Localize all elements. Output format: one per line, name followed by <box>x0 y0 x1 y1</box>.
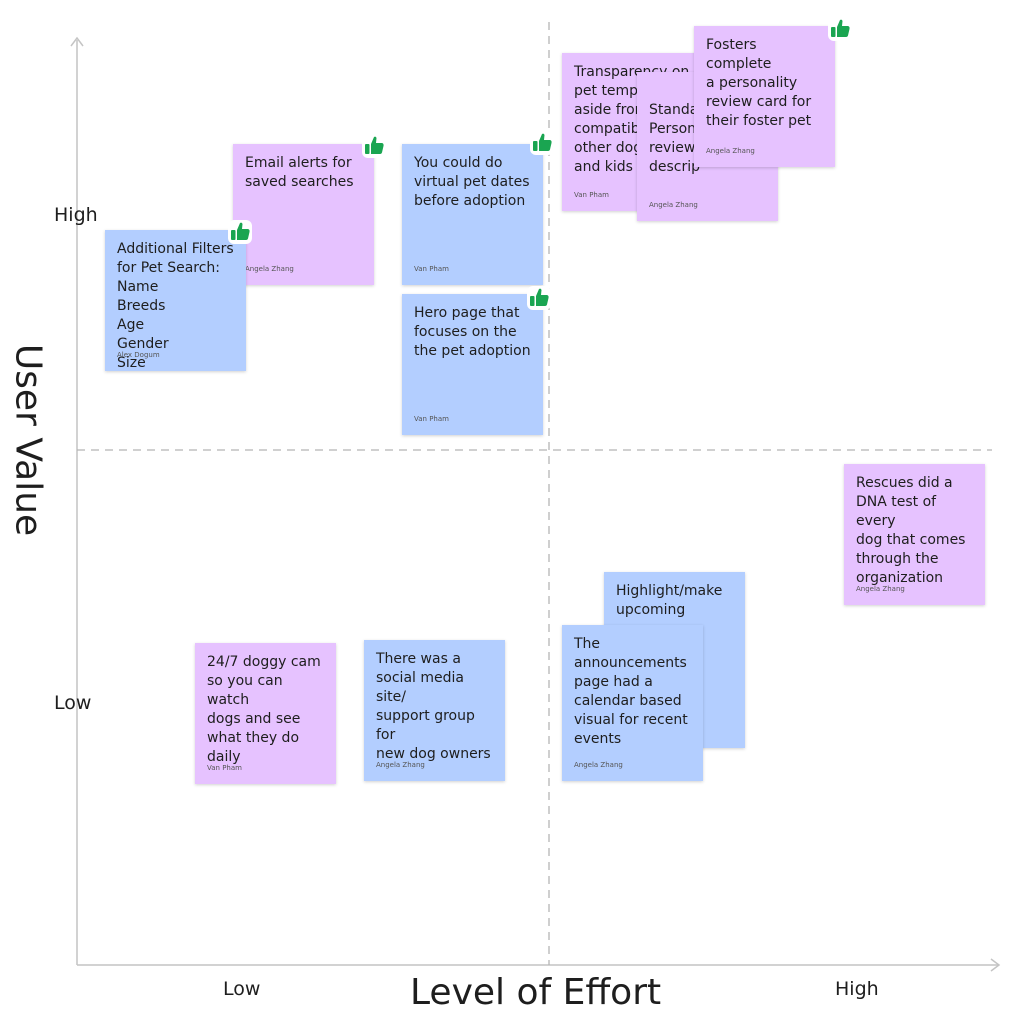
note-text: You could do virtual pet dates before ad… <box>414 155 530 209</box>
sticky-note[interactable]: Additional Filters for Pet Search: Name … <box>105 230 246 371</box>
y-axis-title: User Value <box>7 343 49 537</box>
x-low-label: Low <box>223 978 261 1000</box>
note-text: Hero page that focuses on the the pet ad… <box>414 305 531 359</box>
note-author: Alex Dogum <box>117 351 160 359</box>
sticky-note[interactable]: Email alerts for saved searches Angela Z… <box>233 144 374 285</box>
note-author: Angela Zhang <box>376 761 425 769</box>
note-text: Email alerts for saved searches <box>245 155 354 190</box>
thumbs-up-icon[interactable] <box>826 15 854 43</box>
note-author: Angela Zhang <box>574 761 623 769</box>
note-text: 24/7 doggy cam so you can watch dogs and… <box>207 654 321 765</box>
note-author: Angela Zhang <box>856 585 905 593</box>
note-author: Angela Zhang <box>245 265 294 273</box>
note-text: Standa Person review, descrip <box>649 102 701 175</box>
x-axis-arrow <box>990 958 1001 972</box>
note-text: Rescues did a DNA test of every dog that… <box>856 475 966 586</box>
note-author: Angela Zhang <box>706 147 755 155</box>
thumbs-up-icon[interactable] <box>226 218 254 246</box>
note-author: Van Pham <box>414 265 449 273</box>
note-author: Angela Zhang <box>649 201 698 209</box>
x-axis-title: Level of Effort <box>410 972 662 1013</box>
note-text: There was a social media site/ support g… <box>376 651 491 762</box>
x-high-label: High <box>835 978 879 1000</box>
note-text: The announcements page had a calendar ba… <box>574 636 688 747</box>
note-author: Van Pham <box>574 191 609 199</box>
y-high-label: High <box>54 204 98 226</box>
thumbs-up-icon[interactable] <box>360 132 388 160</box>
note-author: Van Pham <box>414 415 449 423</box>
sticky-note[interactable]: The announcements page had a calendar ba… <box>562 625 703 781</box>
note-text: Fosters complete a personality review ca… <box>706 37 812 129</box>
note-author: Van Pham <box>207 764 242 772</box>
note-text: Additional Filters for Pet Search: Name … <box>117 241 234 371</box>
sticky-note[interactable]: You could do virtual pet dates before ad… <box>402 144 543 285</box>
sticky-note[interactable]: Fosters complete a personality review ca… <box>694 26 835 167</box>
sticky-note[interactable]: There was a social media site/ support g… <box>364 640 505 781</box>
sticky-note[interactable]: Rescues did a DNA test of every dog that… <box>844 464 985 605</box>
y-low-label: Low <box>54 692 92 714</box>
y-axis-arrow <box>70 36 84 47</box>
thumbs-up-icon[interactable] <box>525 284 553 312</box>
thumbs-up-icon[interactable] <box>528 129 556 157</box>
sticky-note[interactable]: Hero page that focuses on the the pet ad… <box>402 294 543 435</box>
sticky-note[interactable]: 24/7 doggy cam so you can watch dogs and… <box>195 643 336 784</box>
